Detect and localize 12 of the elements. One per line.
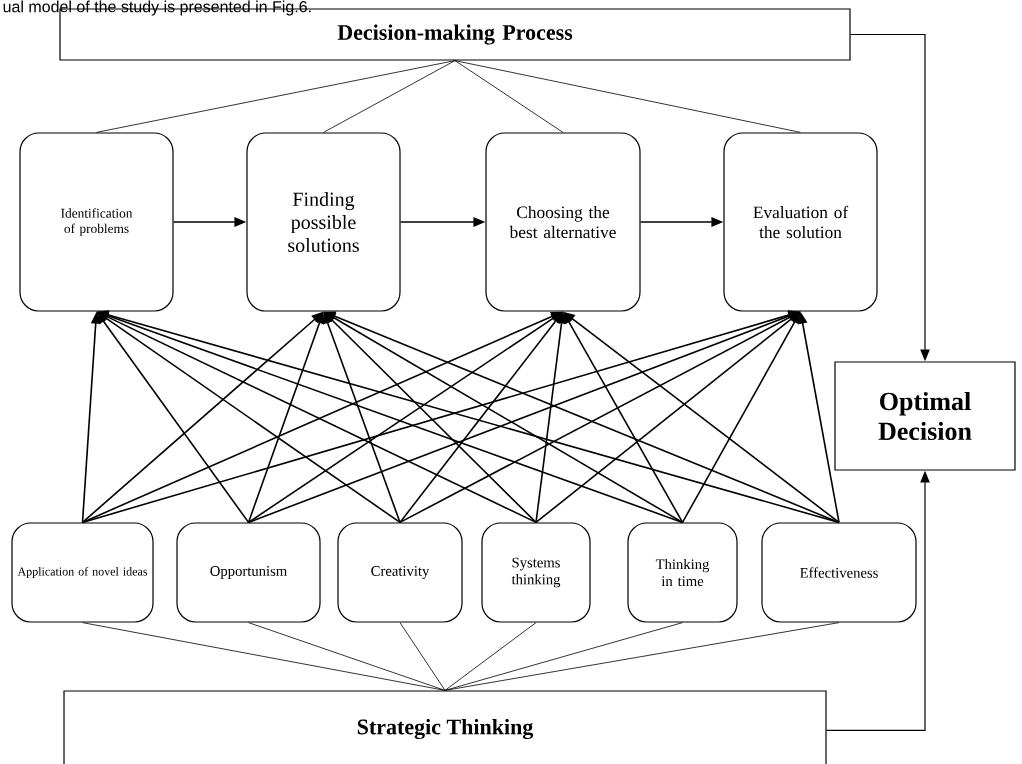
factor-box: Effectiveness (761, 522, 917, 623)
factor-box: Creativity (337, 522, 463, 623)
stage-box: Finding possible solutions (246, 132, 401, 312)
outcome-box: Optimal Decision (834, 361, 1016, 471)
strategy-box: Strategic Thinking (63, 690, 827, 764)
stage-box: Evaluation of the solution (723, 132, 878, 312)
stage-box: Choosing the best alternative (485, 132, 641, 312)
factor-box: Application of novel ideas (11, 522, 154, 623)
factor-box: Opportunism (176, 522, 321, 623)
factor-box: Systems thinking (481, 522, 591, 623)
factor-box: Thinking in time (627, 522, 738, 623)
stage-box: Identification of problems (19, 132, 174, 312)
